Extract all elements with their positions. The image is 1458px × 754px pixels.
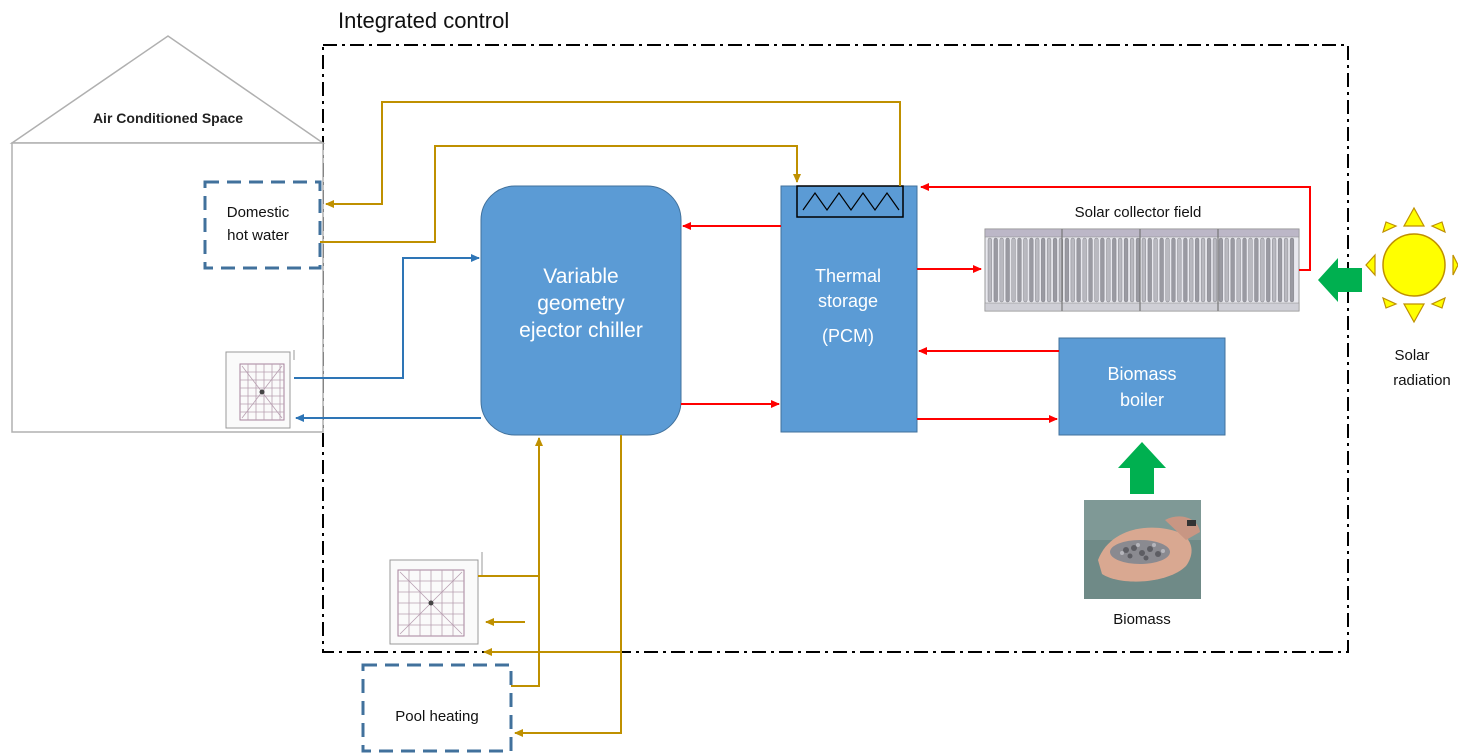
biomass-boiler-box xyxy=(1058,337,1226,436)
collector-tube xyxy=(1118,237,1123,303)
hot-flow-lines xyxy=(681,183,1311,423)
water-flow-lines xyxy=(320,101,901,737)
collector-tube xyxy=(1070,237,1075,303)
collector-tube xyxy=(999,237,1004,303)
outdoor-condenser-unit xyxy=(389,552,483,645)
collector-tube xyxy=(1218,237,1223,303)
collector-tube xyxy=(1029,237,1034,303)
collector-tube xyxy=(1171,237,1176,303)
solar-collector-panel xyxy=(984,228,1300,312)
chilled-flow-lines xyxy=(294,254,481,422)
collector-tube xyxy=(1266,237,1271,303)
collector-tube xyxy=(1123,237,1129,303)
indoor-fan-coil-unit xyxy=(225,350,295,429)
building-label: Air Conditioned Space xyxy=(93,110,243,126)
collector-tube xyxy=(1076,237,1081,303)
collector-tube xyxy=(1082,237,1087,303)
collector-tube xyxy=(1242,237,1247,303)
collector-tube xyxy=(1206,237,1212,303)
chiller-label-line2: geometry xyxy=(537,292,625,315)
collector-tube xyxy=(1106,237,1111,303)
pool-heating-box xyxy=(361,663,513,753)
chiller-label-line1: Variable xyxy=(543,265,619,288)
boiler-label-line2: boiler xyxy=(1120,390,1164,410)
ejector-chiller-box xyxy=(480,185,682,436)
collector-tube xyxy=(1183,237,1188,303)
heat-exchanger-coil xyxy=(802,191,900,212)
collector-tube xyxy=(1200,237,1206,303)
collector-tube xyxy=(987,237,992,303)
collector-tube xyxy=(1100,237,1105,303)
collector-tube xyxy=(1260,237,1265,303)
collector-tube xyxy=(1189,237,1194,303)
collector-tube xyxy=(1212,237,1217,303)
collector-tube xyxy=(1052,237,1058,303)
solar-label-line1: Solar xyxy=(1394,347,1429,364)
collector-tube xyxy=(1177,237,1182,303)
boiler-label-line1: Biomass xyxy=(1107,364,1176,384)
solar-input-arrow xyxy=(1318,258,1362,302)
collector-tube xyxy=(1277,237,1283,303)
biomass-photo xyxy=(1084,500,1201,599)
dhw-label-line1: Domestic xyxy=(227,204,290,221)
collector-tube xyxy=(1088,237,1093,303)
thermal-storage-box xyxy=(780,185,918,433)
collector-tube xyxy=(1129,237,1135,303)
collector-tube xyxy=(1254,237,1259,303)
collector-tube xyxy=(1135,237,1140,303)
collector-tube xyxy=(1289,237,1294,303)
collector-tube xyxy=(1248,237,1253,303)
collector-tube xyxy=(1165,237,1170,303)
collector-tube xyxy=(1236,237,1241,303)
collector-tube xyxy=(1064,237,1069,303)
collector-tube xyxy=(993,237,998,303)
integrated-control-title: Integrated control xyxy=(338,8,509,33)
collector-tube xyxy=(1141,237,1146,303)
collector-tube xyxy=(1041,237,1046,303)
biomass-feed-arrow xyxy=(1118,442,1166,494)
collector-tube xyxy=(1147,237,1152,303)
collector-tube xyxy=(1224,237,1229,303)
collector-tube xyxy=(1017,237,1022,303)
storage-label-line2: storage xyxy=(818,291,878,311)
collector-tube xyxy=(1159,237,1164,303)
collector-tube xyxy=(1035,237,1040,303)
collector-tube xyxy=(1153,237,1158,303)
storage-label-line1: Thermal xyxy=(815,266,881,286)
collector-tube xyxy=(1005,237,1010,303)
pool-heating-label: Pool heating xyxy=(395,708,478,725)
domestic-hot-water-box xyxy=(203,180,322,270)
biomass-label: Biomass xyxy=(1113,611,1171,628)
storage-heat-exchanger xyxy=(796,185,904,218)
collector-tube xyxy=(1112,237,1117,303)
sun-icon xyxy=(1365,206,1458,324)
collector-label: Solar collector field xyxy=(1075,204,1202,221)
integrated-control-boundary xyxy=(322,44,1349,653)
collector-tube xyxy=(1011,237,1016,303)
storage-label-line3: (PCM) xyxy=(822,326,874,346)
collector-tube xyxy=(1023,237,1028,303)
collector-tube xyxy=(1272,237,1277,303)
dhw-label-line2: hot water xyxy=(227,227,289,244)
collector-tube xyxy=(1283,237,1289,303)
collector-tube xyxy=(1046,237,1052,303)
collector-tube xyxy=(1230,237,1235,303)
solar-label-line2: radiation xyxy=(1393,372,1451,389)
collector-tube xyxy=(1094,237,1099,303)
chiller-label-line3: ejector chiller xyxy=(519,319,643,342)
collector-tube xyxy=(1195,237,1200,303)
